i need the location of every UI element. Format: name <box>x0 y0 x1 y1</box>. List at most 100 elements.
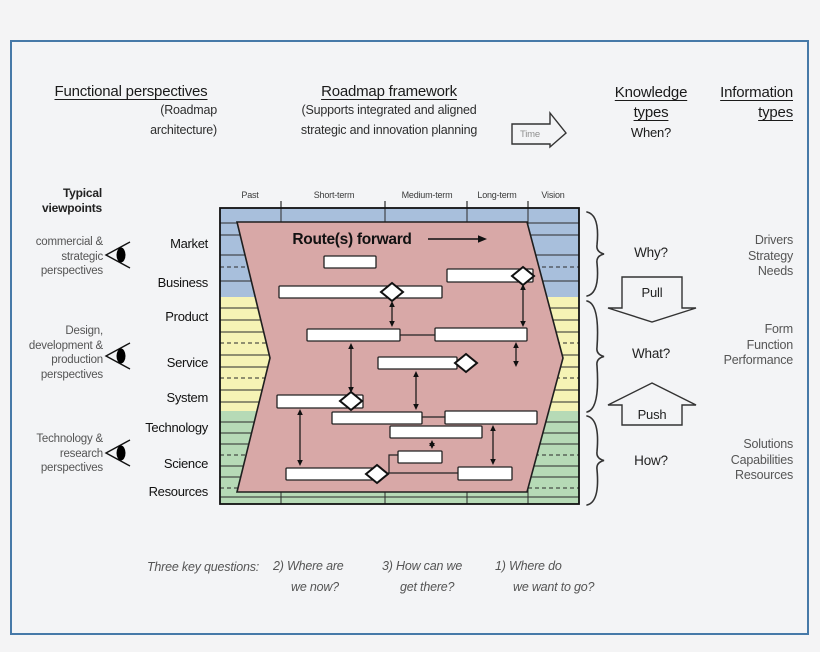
perspective-line: Technology & <box>36 433 103 445</box>
column-label-long-term: Long-term <box>477 190 516 200</box>
perspective-group-2: Technology & research perspectives <box>19 432 103 476</box>
knowledge-line1: Knowledge <box>614 84 688 101</box>
column-label-past: Past <box>241 190 259 200</box>
roadmap-bar <box>276 394 364 409</box>
framework-sub-line2: strategic and innovation planning <box>300 122 478 137</box>
arrowhead-down <box>490 459 496 465</box>
info-line: Capabilities <box>730 452 793 467</box>
row-label-science: Science <box>163 456 208 471</box>
roadmap-framework-subtitle: (Supports integrated and aligned strateg… <box>279 101 499 140</box>
roadmap-bar <box>278 285 443 299</box>
what-label: What? <box>631 346 671 361</box>
band-brace-2 <box>586 415 605 506</box>
row-label-business: Business <box>157 275 209 290</box>
roadmap-chart: Past Short-term Medium-term Long-term Vision… <box>219 190 580 505</box>
roadmap-bar <box>434 327 528 342</box>
roadmap-bar <box>323 255 377 269</box>
question-line2: get there? <box>400 580 455 594</box>
arrowhead-up <box>348 343 354 349</box>
info-line: Solutions <box>743 437 793 451</box>
time-arrow <box>511 111 567 149</box>
question-line2: we want to go? <box>513 580 595 594</box>
typical-viewpoints-label: Typical viewpoints <box>20 186 102 216</box>
time-label: Time <box>520 129 540 140</box>
arrowhead-up <box>389 301 395 307</box>
info-line: Resources <box>735 468 793 482</box>
eye-icon-2 <box>104 439 131 467</box>
eye-icon-1 <box>104 342 131 370</box>
column-label-vision: Vision <box>541 190 564 200</box>
arrowhead-down <box>520 321 526 327</box>
arrowhead-down <box>389 321 395 327</box>
question-line2: we now? <box>291 580 339 594</box>
roadmap-bar <box>397 450 443 464</box>
column-label-short-term: Short-term <box>314 190 355 200</box>
framework-sub-line1: (Supports integrated and aligned <box>301 103 477 117</box>
info-line: Needs <box>757 264 793 278</box>
information-types-header: Information types <box>693 83 793 123</box>
key-question-3: 1) Where do we want to go? <box>495 556 594 598</box>
info-line: Drivers <box>754 233 793 247</box>
bar-connector <box>388 454 398 473</box>
how-label: How? <box>634 453 668 468</box>
perspective-line: perspectives <box>40 462 103 474</box>
perspective-line: commercial & <box>35 236 103 248</box>
band-brace-0 <box>586 211 605 297</box>
perspective-line: strategic <box>61 250 103 263</box>
question-line1: 3) How can we <box>382 559 463 573</box>
milestone-diamond <box>510 265 536 287</box>
roadmap-bar <box>331 411 423 425</box>
functional-sub-line2: architecture) <box>150 122 217 137</box>
perspective-line: Design, <box>65 325 103 337</box>
milestone-diamond <box>364 463 390 485</box>
perspective-line: research <box>59 447 103 460</box>
push-arrow <box>607 382 697 426</box>
row-label-product: Product <box>165 309 208 324</box>
info-line: Form <box>764 322 794 336</box>
question-line1: 2) Where are <box>273 559 344 573</box>
chart-border <box>219 207 580 505</box>
key-question-2: 3) How can we get there? <box>382 556 462 598</box>
row-label-resources: Resources <box>148 484 209 499</box>
arrowhead-down <box>413 404 419 410</box>
push-label: Push <box>638 407 667 422</box>
why-label: Why? <box>634 245 668 260</box>
arrowhead-up <box>513 342 519 348</box>
knowledge-line2: types <box>633 104 669 121</box>
perspective-line: production <box>51 354 103 366</box>
column-label-medium-term: Medium-term <box>402 190 453 200</box>
arrowhead-up <box>413 371 419 377</box>
information-line1: Information <box>720 84 793 101</box>
roadmap-bar <box>457 466 513 481</box>
milestone-diamond <box>379 281 405 303</box>
functional-perspectives-title: Functional perspectives <box>54 83 208 100</box>
row-label-system: System <box>166 390 208 405</box>
perspective-group-1: Design, development & production perspectiv… <box>19 324 103 382</box>
key-question-1: 2) Where are we now? <box>273 556 344 598</box>
viewpoints-line2: viewpoints <box>41 201 102 215</box>
arrowhead-down <box>513 361 519 367</box>
roadmap-bar <box>306 328 401 342</box>
knowledge-types-header: Knowledge types When? <box>601 83 701 143</box>
roadmap-bar <box>444 410 538 425</box>
perspective-line: perspectives <box>40 368 103 381</box>
question-line1: 1) Where do <box>495 559 562 573</box>
viewpoints-line1: Typical <box>62 186 102 200</box>
info-line: Strategy <box>748 248 793 263</box>
functional-sub-line1: (Roadmap <box>160 103 217 117</box>
milestone-diamond <box>453 352 479 374</box>
pull-arrow <box>607 276 697 323</box>
perspective-line: development & <box>28 339 103 352</box>
pull-label: Pull <box>642 285 663 300</box>
arrowhead-down <box>429 443 435 449</box>
functional-perspectives-subtitle: (Roadmap architecture) <box>37 101 217 140</box>
arrowhead-down <box>348 387 354 393</box>
arrowhead-up <box>520 284 526 290</box>
arrowhead-up <box>490 425 496 431</box>
milestone-diamond <box>338 390 364 412</box>
route-forward-label: Route(s) forward <box>292 231 411 248</box>
